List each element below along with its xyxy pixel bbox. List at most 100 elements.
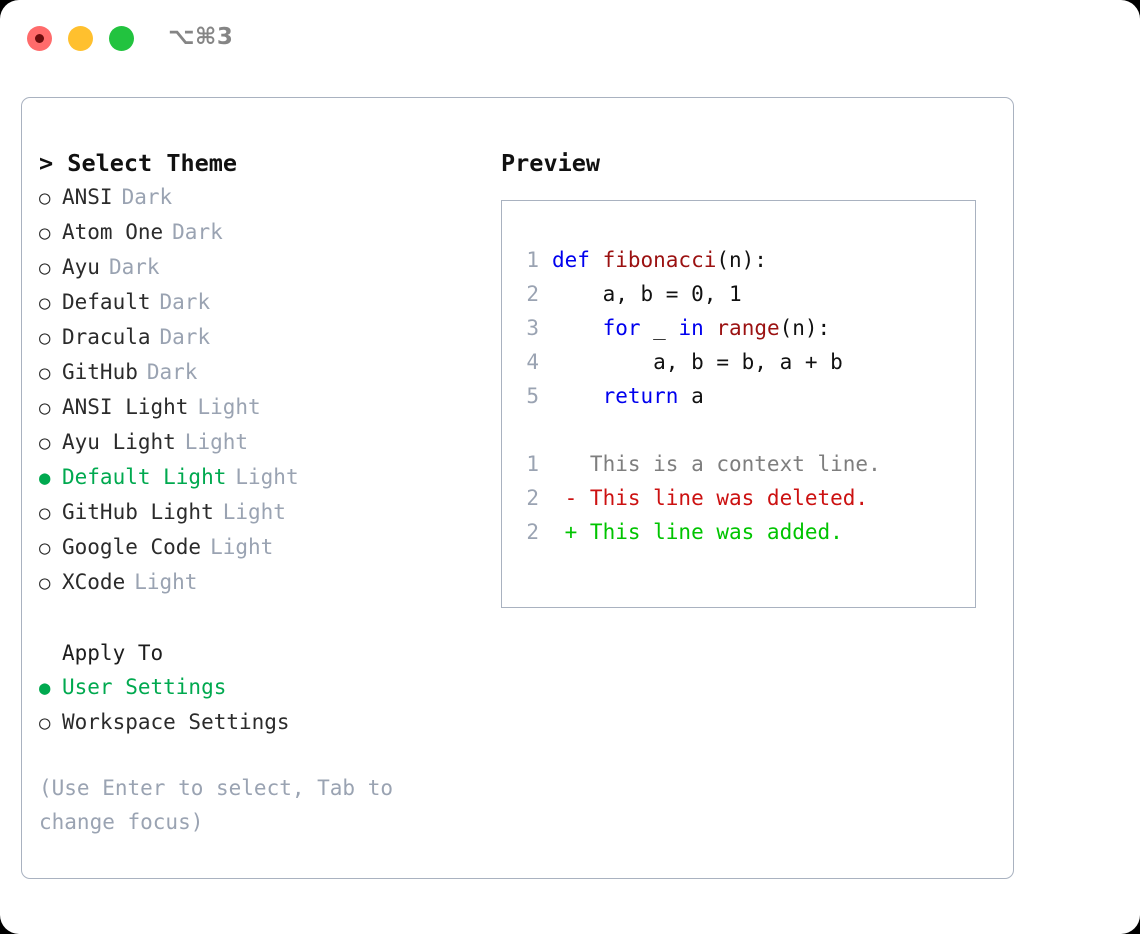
radio-unselected-icon: ○ — [39, 187, 51, 209]
line-number: 5 — [526, 384, 539, 408]
keyboard-shortcut-label: ⌥⌘3 — [168, 24, 234, 50]
theme_picker-option-label: Atom One — [62, 220, 164, 244]
token-plain: a, b = b, a + b — [552, 350, 843, 374]
apply_to-option-label: User Settings — [62, 675, 227, 699]
theme_picker-option-label: GitHub — [62, 360, 138, 384]
radio-unselected-icon: ○ — [39, 257, 51, 279]
maximize-window-button[interactable] — [109, 26, 134, 51]
code-text: def fibonacci(n): — [552, 243, 767, 277]
radio-unselected-icon: ○ — [39, 537, 51, 559]
theme_picker-option-label: Ayu — [62, 255, 100, 279]
code-line: 4 a, b = b, a + b — [513, 345, 969, 379]
apply_to-option[interactable]: ● User Settings — [39, 670, 509, 705]
token-plain: _ — [640, 316, 679, 340]
theme_picker-option-label: ANSI Light — [62, 395, 189, 419]
token-plain: (n): — [779, 316, 831, 340]
line-number: 2 — [526, 520, 539, 544]
line-number: 2 — [526, 486, 539, 510]
apply_to-option[interactable]: ○ Workspace Settings — [39, 705, 509, 740]
close-window-button[interactable] — [27, 26, 52, 51]
theme-variant-badge: Light — [197, 395, 261, 419]
token-kw: return — [602, 384, 679, 408]
line-number: 3 — [526, 316, 539, 340]
theme_picker-option-label: GitHub Light — [62, 500, 214, 524]
traffic-lights — [27, 26, 134, 51]
theme_picker-option[interactable]: ○ Atom One Dark — [39, 215, 509, 250]
token-del: - This line was deleted. — [552, 486, 869, 510]
theme-variant-badge: Dark — [121, 185, 173, 209]
code-text: + This line was added. — [552, 515, 843, 549]
code-text: This is a context line. — [552, 447, 881, 481]
code-text: a, b = 0, 1 — [552, 277, 742, 311]
code-line: 1 def fibonacci(n): — [513, 243, 969, 277]
radio-unselected-icon: ○ — [39, 712, 51, 734]
theme_picker-option-label: Default Light — [62, 465, 227, 489]
apply-to-header: Apply To — [62, 641, 164, 665]
theme_picker-option-label: Ayu Light — [62, 430, 176, 454]
token-ctx: This is a context line. — [552, 452, 881, 476]
code-text: a, b = b, a + b — [552, 345, 843, 379]
diff-line: 2 + This line was added. — [513, 515, 969, 549]
theme-variant-badge: Light — [210, 535, 274, 559]
token-plain: a, b = 0, 1 — [552, 282, 742, 306]
theme_picker-option[interactable]: ○ Ayu Light Light — [39, 425, 509, 460]
diff-line: 1 This is a context line. — [513, 447, 969, 481]
theme-variant-badge: Light — [222, 500, 286, 524]
keyboard-hint-text: (Use Enter to select, Tab to change focu… — [39, 776, 406, 834]
token-plain — [704, 316, 717, 340]
diff-line: 2 - This line was deleted. — [513, 481, 969, 515]
theme_picker-option-label: Dracula — [62, 325, 151, 349]
theme-variant-badge: Dark — [159, 290, 211, 314]
theme-variant-badge: Dark — [159, 325, 211, 349]
theme_picker-option[interactable]: ○ Dracula Dark — [39, 320, 509, 355]
radio-unselected-icon: ○ — [39, 222, 51, 244]
line-number: 1 — [526, 248, 539, 272]
theme_picker-option[interactable]: ○ ANSI Dark — [39, 180, 509, 215]
theme-variant-badge: Dark — [146, 360, 198, 384]
token-plain — [552, 384, 603, 408]
apply-to-section: Apply To ● User Settings ○ Workspace Settin… — [39, 636, 509, 740]
theme_picker-option[interactable]: ○ GitHub Light Light — [39, 495, 509, 530]
token-plain: a — [678, 384, 704, 408]
apply-to-list: ● User Settings ○ Workspace Settings — [39, 670, 509, 740]
radio-unselected-icon: ○ — [39, 572, 51, 594]
radio-selected-icon: ● — [39, 677, 51, 699]
radio-unselected-icon: ○ — [39, 502, 51, 524]
apply_to-option-label: Workspace Settings — [62, 710, 290, 734]
theme_picker-option-label: Default — [62, 290, 151, 314]
minimize-window-button[interactable] — [68, 26, 93, 51]
radio-unselected-icon: ○ — [39, 327, 51, 349]
theme_picker-option-label: XCode — [62, 570, 126, 594]
line-number: 1 — [526, 452, 539, 476]
theme_picker-option-label: ANSI — [62, 185, 113, 209]
radio-unselected-icon: ○ — [39, 432, 51, 454]
token-kw: def — [552, 248, 603, 272]
preview-header: Preview — [501, 149, 601, 177]
radio-selected-icon: ● — [39, 467, 51, 489]
token-fn: fibonacci — [602, 248, 717, 272]
theme-variant-badge: Dark — [172, 220, 223, 244]
token-add: + This line was added. — [552, 520, 843, 544]
code-spacer — [513, 413, 969, 447]
theme-variant-badge: Light — [184, 430, 249, 454]
code-text: - This line was deleted. — [552, 481, 868, 515]
token-plain: (n): — [716, 248, 767, 272]
code-line: 2 a, b = 0, 1 — [513, 277, 969, 311]
code-line: 3 for _ in range(n): — [513, 311, 969, 345]
line-number: 2 — [526, 282, 539, 306]
code-text: for _ in range(n): — [552, 311, 831, 345]
diff-lines: 1 This is a context line.2 - This line w… — [513, 447, 969, 549]
